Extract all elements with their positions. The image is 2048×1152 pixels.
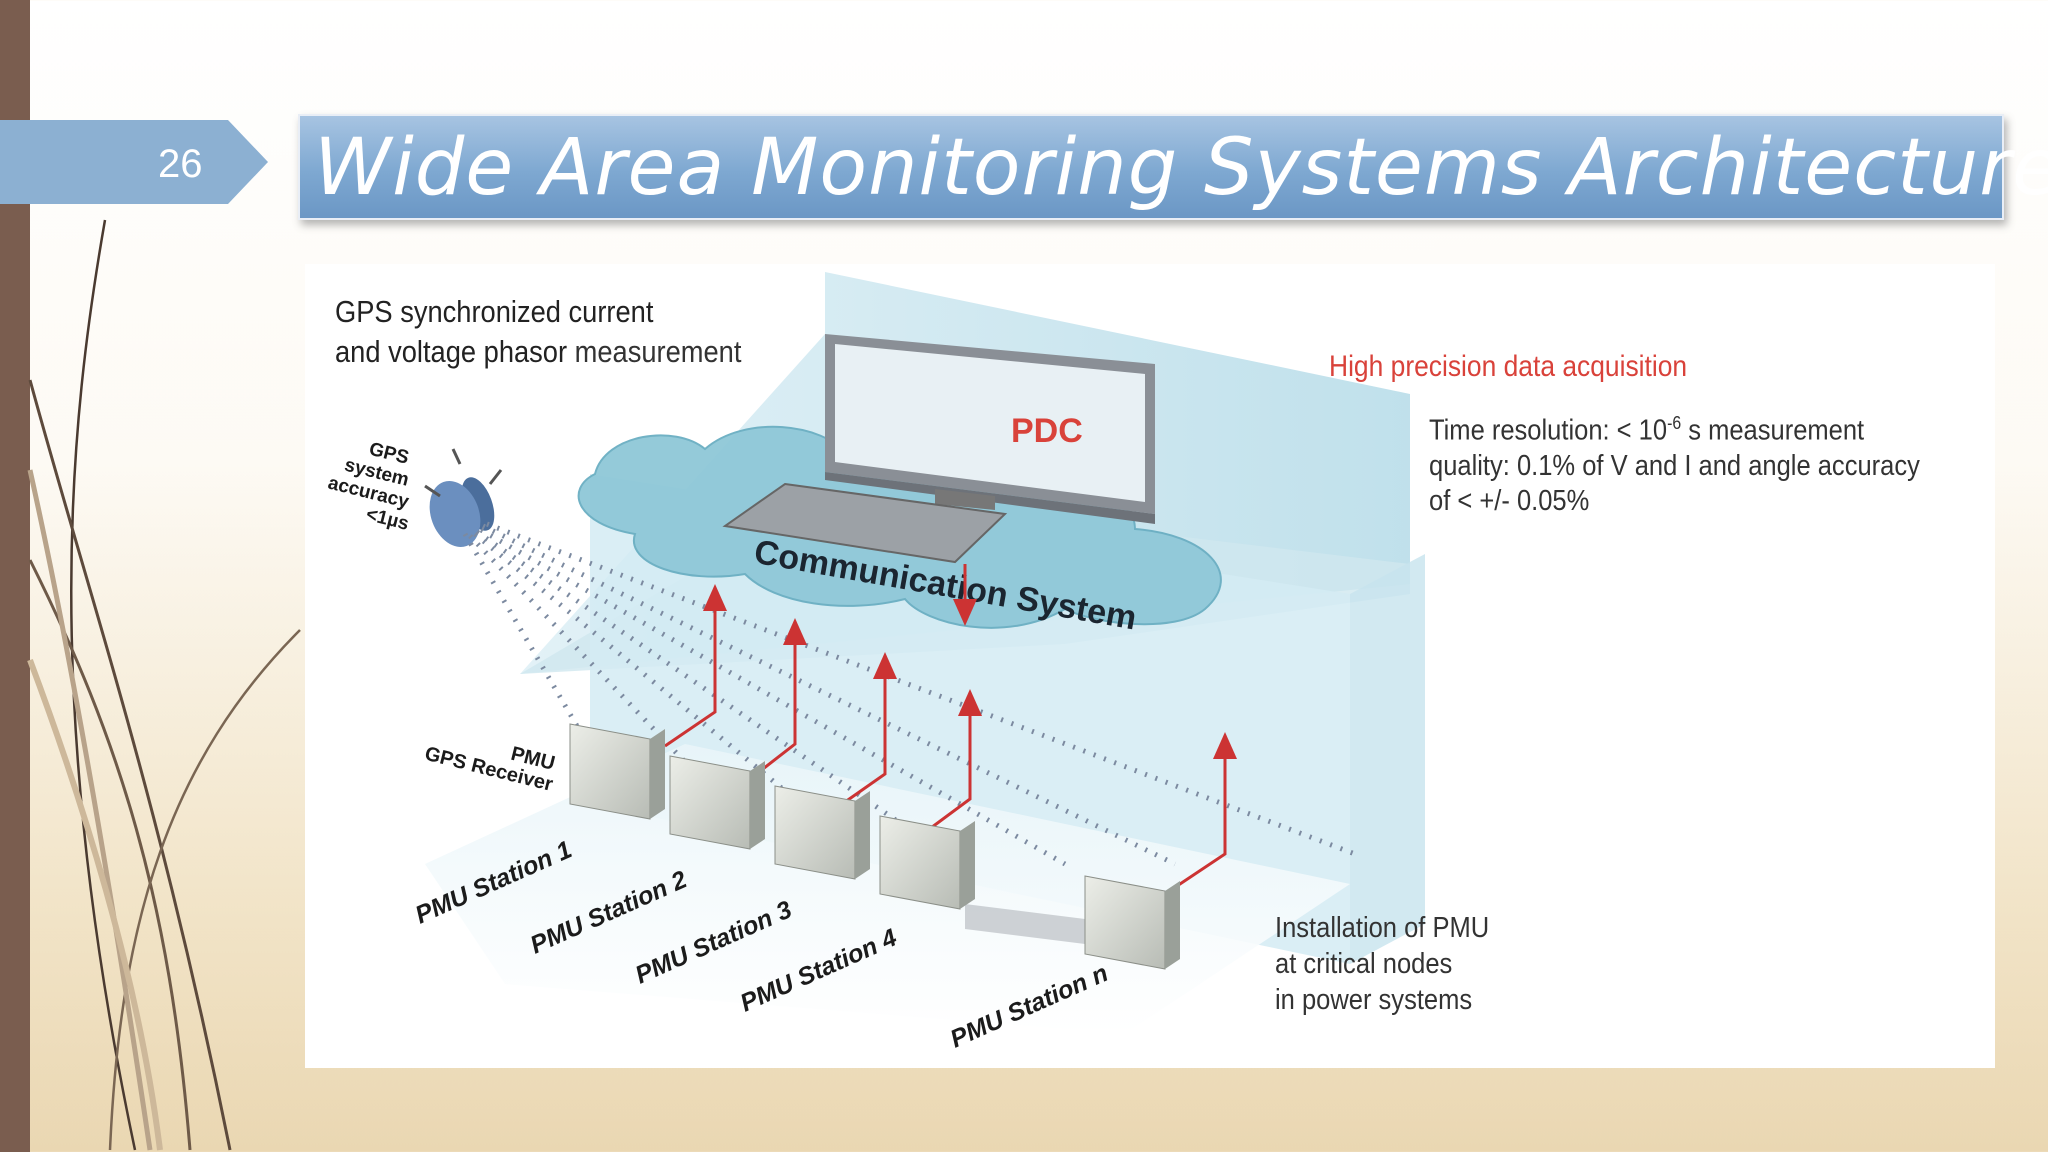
wams-architecture-figure: Communication System PDC bbox=[305, 264, 1995, 1068]
pdc-computer: PDC bbox=[722, 334, 1155, 564]
gps-caption-line1: GPS synchronized current bbox=[335, 294, 654, 329]
time-resolution-prefix: Time resolution: < 10 bbox=[1429, 414, 1668, 447]
decorative-curves bbox=[27, 219, 301, 1151]
gps-caption: GPS synchronized current and voltage pha… bbox=[335, 292, 741, 372]
pmu-box bbox=[669, 755, 765, 850]
pmu-devices bbox=[569, 723, 1180, 970]
pdc-label: PDC bbox=[1011, 412, 1083, 450]
installation-note-line: Installation of PMU bbox=[1275, 912, 1490, 944]
time-resolution-note: Time resolution: < 10-6 s measurement qu… bbox=[1429, 406, 1920, 519]
gps-caption-rest: measurement bbox=[574, 334, 742, 369]
installation-note-line: in power systems bbox=[1275, 984, 1473, 1016]
high-precision-label: High precision data acquisition bbox=[1329, 350, 1688, 383]
time-resolution-exponent: -6 bbox=[1667, 413, 1682, 433]
pmu-box bbox=[1084, 875, 1180, 970]
pmu-box bbox=[774, 785, 870, 880]
right-wall bbox=[1350, 554, 1425, 964]
installation-note: Installation of PMU at critical nodes in… bbox=[1275, 910, 1489, 1018]
time-resolution-suffix: s measurement bbox=[1681, 414, 1865, 447]
slide-number: 26 bbox=[158, 142, 203, 186]
gps-accuracy-label: GPS system accuracy <1µs bbox=[326, 439, 411, 535]
slide-number-tab: 26 bbox=[0, 120, 268, 204]
time-resolution-line3: of < +/- 0.05% bbox=[1429, 484, 1590, 517]
gps-caption-bold: and voltage phasor bbox=[335, 334, 568, 369]
slide-title: Wide Area Monitoring Systems Architectur… bbox=[314, 123, 2048, 213]
pmu-box bbox=[569, 723, 665, 820]
time-resolution-line2: quality: 0.1% of V and I and angle accur… bbox=[1429, 449, 1920, 482]
title-bar: Wide Area Monitoring Systems Architectur… bbox=[298, 114, 2048, 220]
architecture-diagram: Communication System PDC bbox=[326, 272, 1425, 1053]
installation-note-line: at critical nodes bbox=[1275, 948, 1453, 980]
time-resolution-line1: Time resolution: < 10-6 s measurement bbox=[1429, 406, 1920, 449]
gps-caption-line2: and voltage phasor measurement bbox=[335, 332, 741, 372]
gps-satellite-icon bbox=[424, 448, 503, 547]
pmu-box bbox=[879, 815, 975, 910]
